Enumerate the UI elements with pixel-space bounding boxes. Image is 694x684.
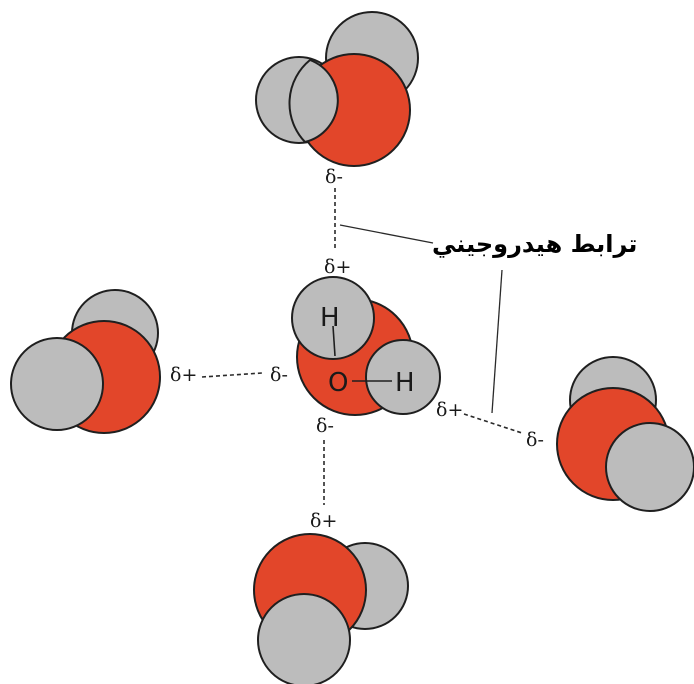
hydrogen-atom [605, 422, 694, 512]
hydrogen-bond-right [463, 413, 523, 434]
hydrogen-bonding-label: ترابط هيدروجيني [432, 230, 637, 258]
atom-label-h-top: H [320, 303, 340, 333]
charge-top-negative: δ- [325, 166, 343, 188]
label-pointer-top [339, 224, 434, 244]
charge-right-positive: δ+ [436, 399, 463, 421]
hydrogen-atom [10, 337, 104, 431]
water-molecule-bottom [253, 533, 409, 684]
water-molecule-left [10, 289, 161, 434]
charge-right-negative: δ- [526, 429, 544, 451]
hydrogen-atom [365, 339, 441, 415]
charge-bottom-negative: δ- [316, 415, 334, 437]
covalent-bond [332, 325, 336, 357]
hydrogen-atom [291, 276, 375, 360]
charge-left-positive: δ+ [170, 364, 197, 386]
charge-bottom-positive: δ+ [310, 510, 337, 532]
label-pointer-right [491, 269, 503, 414]
water-molecule-center: H O H [291, 276, 441, 416]
hydrogen-bond-left [201, 372, 263, 378]
water-molecule-top [255, 11, 419, 167]
water-molecule-right [556, 356, 694, 512]
atom-label-h-right: H [395, 368, 415, 398]
charge-top-positive: δ+ [324, 256, 351, 278]
charge-left-negative: δ- [270, 364, 288, 386]
hydrogen-overlap [288, 58, 339, 144]
atom-label-o: O [328, 368, 348, 398]
hydrogen-atom [257, 593, 351, 684]
